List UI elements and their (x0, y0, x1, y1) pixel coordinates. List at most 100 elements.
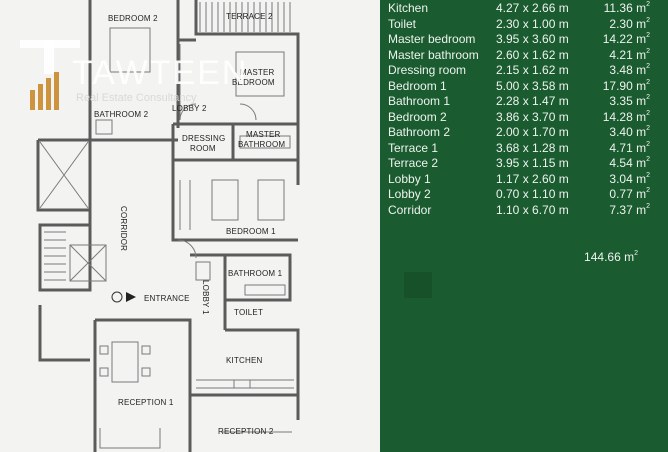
dining-table (111, 341, 139, 383)
elevator-box (69, 244, 107, 282)
label-bedroom2: BEDROOM 2 (108, 14, 158, 23)
label-dressing-1: DRESSING (182, 134, 226, 143)
label-toilet: TOILET (234, 308, 264, 317)
room-dimensions: 2.00 x 1.70 m (496, 125, 569, 139)
room-name: Bedroom 1 (388, 78, 447, 93)
logo-mark-icon (20, 40, 80, 110)
room-area-unit: 2 (646, 1, 650, 8)
label-corridor: CORRIDOR (119, 206, 128, 252)
room-name: Master bathroom (388, 47, 479, 62)
wall-stair-block (38, 223, 92, 292)
area-row: Master bathroom 2.60 x 1.62 m 4.21 m2 (388, 48, 660, 63)
room-area: 14.22 m2 (603, 32, 650, 47)
area-row: Kitchen 4.27 x 2.66 m 11.36 m2 (388, 1, 660, 16)
room-area-value: 4.21 m (609, 47, 647, 62)
room-dimensions: 1.17 x 2.60 m (496, 171, 569, 186)
room-area-value: 0.77 m (609, 187, 647, 201)
label-dressing-2: ROOM (190, 144, 216, 153)
total-area-unit: 2 (634, 250, 638, 257)
room-name: Kitchen (388, 1, 429, 15)
fixture-bath1 (195, 261, 211, 281)
room-area: 4.21 m2 (609, 48, 650, 63)
kitchen-stove (233, 379, 251, 389)
room-area-unit: 2 (646, 109, 650, 117)
chair-2 (99, 367, 109, 377)
room-name: Bedroom 2 (388, 109, 447, 124)
room-dimensions: 3.95 x 1.15 m (496, 156, 569, 170)
panel-marker (404, 272, 432, 298)
room-area-value: 14.28 m (602, 109, 647, 124)
label-reception2: RECEPTION 2 (218, 427, 274, 436)
total-area: 144.66 m2 (584, 250, 638, 264)
kitchen-counter (196, 379, 294, 389)
label-bathroom2: BATHROOM 2 (94, 110, 149, 119)
room-area: 3.40 m2 (609, 125, 650, 140)
door-lobby2 (179, 103, 197, 121)
label-bathroom1: BATHROOM 1 (228, 269, 283, 278)
room-area-value: 7.37 m (609, 202, 647, 217)
entrance-marker (111, 291, 123, 303)
bed-master (235, 51, 285, 97)
room-area-unit: 2 (646, 125, 650, 132)
room-area: 0.77 m2 (609, 187, 650, 202)
stair-treads (44, 231, 66, 281)
room-dimensions: 4.27 x 2.66 m (496, 1, 569, 15)
room-name: Bathroom 1 (388, 94, 451, 108)
label-master-bedroom-1: MASTER (240, 68, 275, 77)
label-bedroom1: BEDROOM 1 (226, 227, 276, 236)
door-master (239, 103, 257, 121)
room-name: Terrace 1 (388, 140, 439, 155)
watermark-brand: TAWTEEN (72, 54, 249, 92)
wall-master (194, 0, 300, 185)
wall-lower-left (38, 305, 90, 362)
room-dimensions: 2.30 x 1.00 m (496, 16, 569, 31)
room-area: 11.36 m2 (604, 1, 650, 16)
room-name: Dressing room (388, 63, 467, 77)
room-dimensions: 3.86 x 3.70 m (496, 109, 569, 124)
room-area-unit: 2 (646, 140, 650, 148)
room-area-unit: 2 (646, 171, 650, 179)
room-area: 7.37 m2 (609, 203, 650, 218)
label-master-bath-1: MASTER (246, 130, 281, 139)
room-area: 14.28 m2 (603, 110, 650, 125)
room-dimensions: 2.60 x 1.62 m (496, 47, 569, 62)
label-master-bath-2: BATHROOM (238, 140, 286, 149)
room-area: 3.48 m2 (609, 63, 650, 78)
room-area-unit: 2 (646, 156, 650, 163)
room-area-value: 3.40 m (609, 125, 647, 139)
chair-4 (141, 367, 151, 377)
room-area: 3.04 m2 (609, 172, 650, 187)
room-area-value: 4.54 m (609, 156, 647, 170)
room-area-value: 4.71 m (609, 140, 647, 155)
room-area-value: 17.90 m (602, 78, 647, 93)
room-area: 4.54 m2 (609, 156, 650, 171)
shaft-cross (39, 141, 89, 209)
room-area-unit: 2 (646, 187, 650, 194)
door-bedroom1 (177, 239, 197, 259)
label-master-bedroom-2: BEDROOM (232, 78, 275, 87)
room-area-unit: 2 (646, 78, 650, 86)
bed-bedroom1-b (257, 179, 285, 221)
tub-bath1 (244, 284, 286, 296)
watermark-tagline: Real Estate Consultancy (76, 92, 197, 104)
wall-reception1 (95, 318, 192, 452)
chair-1 (99, 345, 109, 355)
closet-bedroom1 (179, 180, 191, 230)
room-area-value: 2.30 m (609, 16, 647, 31)
label-reception1: RECEPTION 1 (118, 398, 174, 407)
room-area-unit: 2 (646, 202, 650, 210)
terrace-hatch (199, 2, 291, 32)
room-area: 17.90 m2 (603, 79, 650, 94)
room-area: 2.30 m2 (609, 17, 650, 32)
room-area-unit: 2 (646, 94, 650, 101)
room-area-unit: 2 (646, 32, 650, 39)
room-name: Lobby 2 (388, 187, 431, 201)
